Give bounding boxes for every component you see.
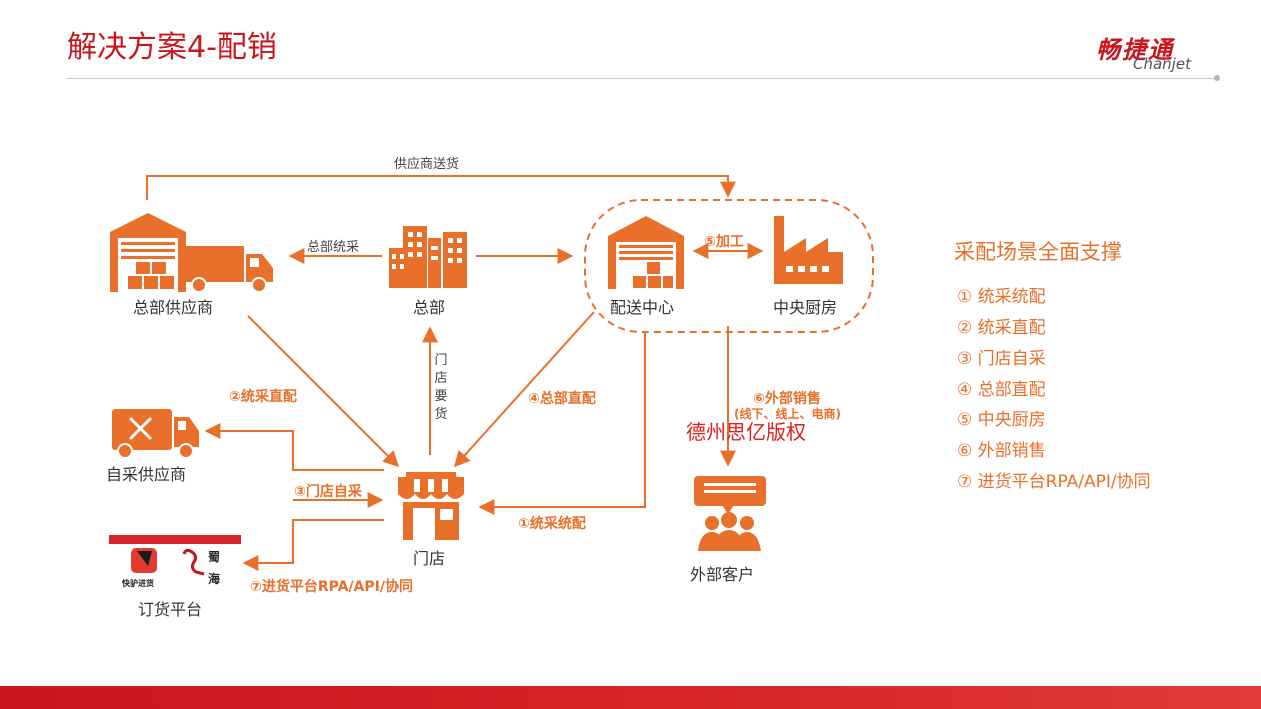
panel-title: 采配场景全面支撑 xyxy=(954,240,1122,264)
label-step2: ②统采直配 xyxy=(229,389,297,405)
label-step4: ④总部直配 xyxy=(528,391,596,407)
brand-logo-cn: 畅捷通 xyxy=(1096,36,1174,64)
node-hq: 总部 xyxy=(413,298,446,317)
label-supplier-delivery: 供应商送货 xyxy=(394,157,460,172)
food-truck-icon xyxy=(112,409,199,459)
store-icon xyxy=(398,472,464,540)
node-distribution-center: 配送中心 xyxy=(610,298,675,317)
node-order-platform: 订货平台 xyxy=(138,600,203,619)
arrow-dc-to-store-central xyxy=(478,332,646,515)
panel-item: ⑦ 进货平台RPA/API/协同 xyxy=(957,472,1151,492)
panel-item: ⑤ 中央厨房 xyxy=(957,410,1046,430)
arrow-store-to-platform xyxy=(242,519,384,571)
title-divider-dot xyxy=(1214,75,1220,81)
factory-icon xyxy=(774,216,843,284)
order-platform-logos xyxy=(109,535,241,587)
arrow-store-to-self-supplier xyxy=(204,423,384,471)
label-step7: ⑦进货平台RPA/API/协同 xyxy=(250,579,413,595)
buildings-icon xyxy=(389,226,467,288)
node-hq-supplier: 总部供应商 xyxy=(133,298,214,317)
title-divider xyxy=(67,78,1217,79)
panel-item: ⑥ 外部销售 xyxy=(957,441,1046,461)
arrow-supplier-delivery xyxy=(146,175,736,200)
warehouse-icon xyxy=(608,216,684,289)
app-logo-label: 快驴进货 xyxy=(122,579,154,588)
footer-bar xyxy=(0,686,1261,709)
customers-icon xyxy=(694,476,766,551)
panel-item: ② 统采直配 xyxy=(957,318,1046,338)
node-external-customer: 外部客户 xyxy=(690,565,755,584)
panel-item: ③ 门店自采 xyxy=(957,349,1046,369)
label-step6-channels: (线下、线上、电商) xyxy=(734,407,841,421)
label-step6: ⑥外部销售 xyxy=(753,391,821,407)
label-step5: ⑤加工 xyxy=(704,234,744,250)
arrow-dc-to-store-direct xyxy=(453,311,595,468)
label-step1: ①统采统配 xyxy=(518,516,586,532)
label-step3: ③门店自采 xyxy=(294,484,362,500)
brand-logo-en: Chanjet xyxy=(1133,55,1191,73)
page-title: 解决方案4-配销 xyxy=(67,30,277,65)
node-self-supplier: 自采供应商 xyxy=(106,465,187,484)
panel-item: ① 统采统配 xyxy=(957,287,1046,307)
warehouse-truck-icon xyxy=(110,213,273,293)
node-central-kitchen: 中央厨房 xyxy=(773,298,838,317)
panel-item: ④ 总部直配 xyxy=(957,380,1046,400)
app2-logo-bottom: 海 xyxy=(208,572,221,586)
arrow-supplier-to-store xyxy=(247,315,400,468)
watermark: 德州思亿版权 xyxy=(686,420,806,444)
label-store-request: 门 店 要 货 xyxy=(434,353,448,422)
node-store: 门店 xyxy=(413,549,446,568)
app2-logo-top: 蜀 xyxy=(208,550,221,564)
label-hq-central-purchase: 总部统采 xyxy=(307,240,360,255)
